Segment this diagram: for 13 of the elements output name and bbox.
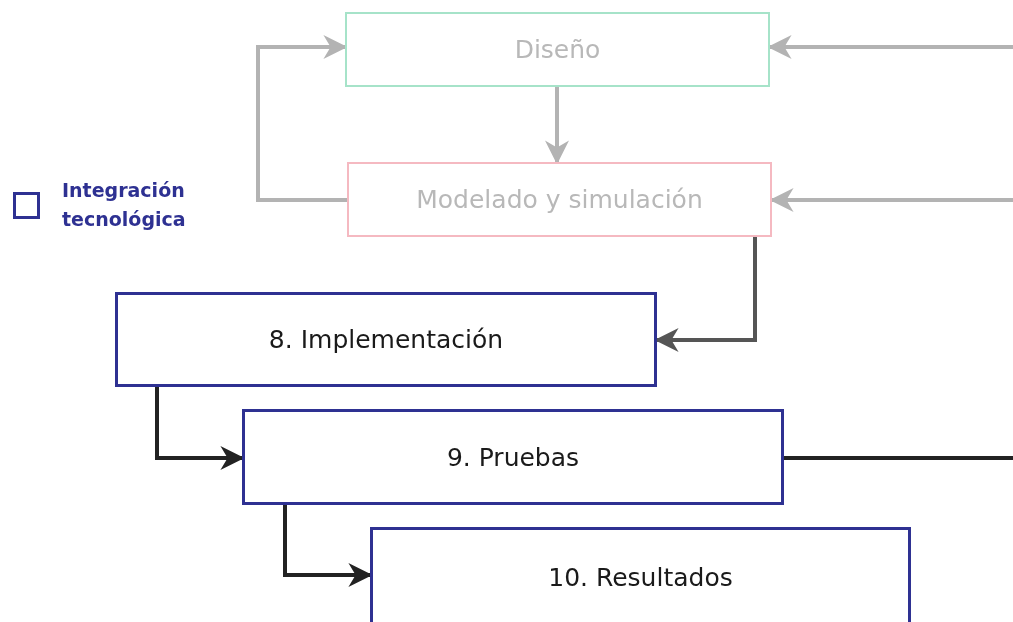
process-box — [115, 292, 657, 387]
box-label: 8. Implementación — [268, 325, 504, 354]
box-label: 10. Resultados — [548, 562, 733, 592]
arrow — [545, 87, 569, 165]
box-label: Diseño — [514, 35, 601, 64]
legend-label: Integración tecnológica — [62, 178, 187, 232]
arrow — [256, 35, 348, 202]
process-box — [347, 162, 772, 237]
box-label: Modelado y simulación — [416, 185, 703, 214]
process-box — [242, 409, 784, 505]
box-label: 9. Pruebas — [446, 442, 580, 472]
process-box — [345, 12, 770, 87]
process-box — [370, 527, 911, 622]
